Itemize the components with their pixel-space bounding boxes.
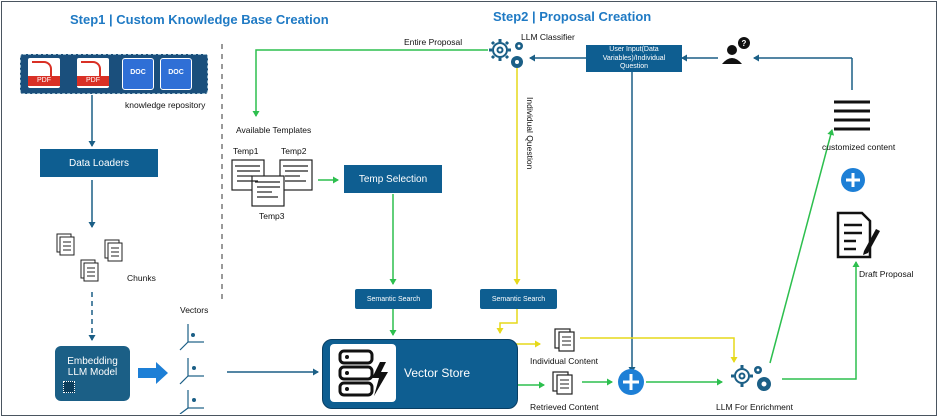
individual-content-label: Individual Content bbox=[530, 356, 599, 366]
pdf-badge: PDF bbox=[28, 76, 60, 86]
doc-badge: DOC bbox=[130, 69, 146, 76]
available-templates-label: Available Templates bbox=[236, 125, 312, 135]
template-3-label: Temp3 bbox=[259, 211, 285, 221]
draft-proposal-label: Draft Proposal bbox=[859, 269, 914, 279]
wire-entire-proposal bbox=[252, 49, 488, 117]
llm-classifier-label: LLM Classifier bbox=[521, 32, 575, 42]
pdf-badge: PDF bbox=[77, 76, 109, 86]
vector-store-label: Vector Store bbox=[404, 366, 471, 380]
template-1-label: Temp1 bbox=[233, 146, 259, 156]
pdf-file-icon: PDF bbox=[77, 58, 109, 88]
customized-content-label: customized content bbox=[822, 142, 896, 152]
pdf-file-icon: PDF bbox=[28, 58, 60, 88]
user-input-line3: Question bbox=[619, 63, 649, 70]
chip-icon bbox=[63, 381, 75, 393]
templates-icon bbox=[231, 159, 313, 207]
semantic-search-box: Semantic Search bbox=[355, 289, 432, 309]
draft-proposal-icon bbox=[836, 211, 880, 259]
wire-enrichment-to-draft bbox=[782, 261, 860, 380]
database-icon bbox=[338, 349, 388, 397]
step1-title: Step1 | Custom Knowledge Base Creation bbox=[70, 12, 329, 27]
wire-search-to-store-yellow bbox=[496, 309, 518, 334]
temp-selection-box: Temp Selection bbox=[344, 165, 442, 193]
data-loaders-box: Data Loaders bbox=[40, 149, 158, 177]
doc-file-icon: DOC bbox=[160, 58, 192, 90]
vector-axes-icon bbox=[179, 324, 204, 414]
chunks-icon bbox=[56, 233, 123, 282]
vectors-label: Vectors bbox=[180, 305, 209, 315]
embedding-line1: Embedding bbox=[67, 356, 118, 367]
user-input-box: User Input(Data Variables)/Individual Qu… bbox=[586, 45, 682, 72]
merge-plus-icon bbox=[618, 369, 644, 395]
llm-enrichment-gears-icon bbox=[731, 365, 771, 391]
step2-title: Step2 | Proposal Creation bbox=[493, 9, 652, 24]
doc-file-icon: DOC bbox=[122, 58, 154, 90]
user-question-icon: ? bbox=[722, 37, 750, 64]
arrow-right-icon bbox=[138, 362, 168, 384]
wire-individual-to-enrichment bbox=[580, 337, 738, 363]
repository-label: knowledge repository bbox=[125, 100, 206, 110]
user-input-line2: Variables)/Individual bbox=[602, 54, 666, 62]
retrieved-content-icon bbox=[552, 371, 573, 395]
plus-circle-icon bbox=[841, 168, 865, 192]
svg-text:?: ? bbox=[742, 39, 747, 48]
individual-content-icon bbox=[554, 328, 575, 352]
user-input-line1: User Input(Data bbox=[609, 46, 659, 53]
doc-badge: DOC bbox=[168, 69, 184, 76]
wire-enrichment-to-customized bbox=[769, 129, 835, 364]
customized-content-icon bbox=[834, 100, 870, 131]
chunks-label: Chunks bbox=[127, 273, 156, 283]
embedding-line2: LLM Model bbox=[67, 367, 118, 378]
retrieved-content-label: Retrieved Content bbox=[530, 402, 599, 412]
semantic-search-box: Semantic Search bbox=[480, 289, 557, 309]
template-2-label: Temp2 bbox=[281, 146, 307, 156]
llm-classifier-gears-icon bbox=[489, 39, 523, 68]
llm-enrichment-label: LLM For Enrichment bbox=[716, 402, 793, 412]
individual-question-label: Individual Question bbox=[525, 97, 535, 170]
embedding-llm-box: Embedding LLM Model bbox=[55, 346, 130, 401]
entire-proposal-label: Entire Proposal bbox=[404, 37, 463, 47]
